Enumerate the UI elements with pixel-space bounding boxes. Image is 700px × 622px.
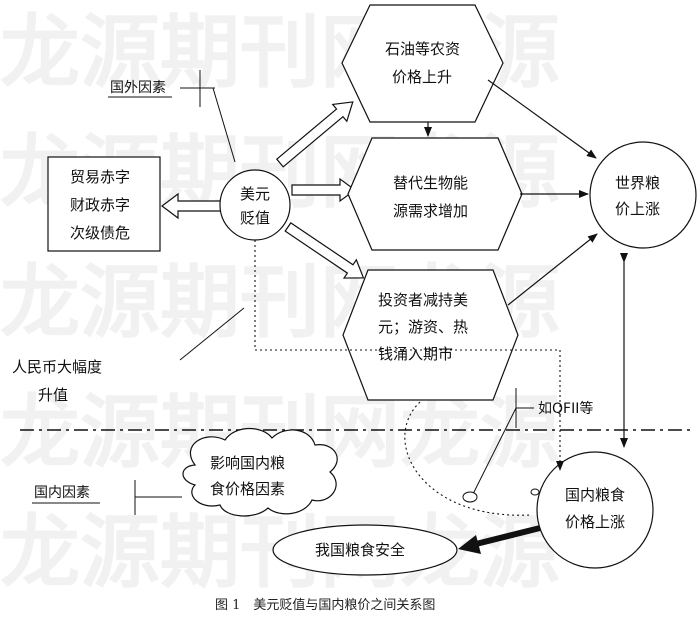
hollow-arrow-to-deficits (161, 192, 223, 220)
foreign-factors-label: 国外因素 (108, 70, 236, 163)
domestic-grain-text: 价格上涨 (565, 513, 625, 531)
foreign-factors-text: 国外因素 (110, 80, 166, 96)
deficits-text: 贸易赤字 (70, 168, 130, 186)
figure-caption: 图 1 美元贬值与国内粮价之间关系图 (215, 597, 435, 613)
domestic-factors-cloud: 影响国内粮 食价格因素 (182, 427, 540, 517)
domestic-factors-label: 国内因素 (32, 480, 182, 515)
oil-price-node: 石油等农资 价格上升 (341, 4, 504, 123)
dotted-path-usd-to-domestic (254, 240, 564, 471)
world-grain-price-node: 世界粮 价上涨 (589, 141, 697, 249)
usd-text: 美元 (240, 185, 270, 203)
oil-text: 价格上升 (392, 68, 452, 86)
world-grain-text: 世界粮 (615, 174, 660, 192)
world-grain-text: 价上涨 (615, 200, 660, 218)
cloud-text: 食价格因素 (210, 480, 285, 498)
cloud-text: 影响国内粮 (210, 454, 285, 472)
rmb-text: 人民币大幅度 (12, 358, 102, 376)
biofuel-text: 源需求增加 (393, 202, 468, 220)
biofuel-text: 替代生物能 (393, 174, 468, 192)
deficits-box: 贸易赤字 财政赤字 次级债危 (47, 156, 161, 252)
investors-text: 钱涌入期市 (378, 345, 453, 363)
oil-text: 石油等农资 (385, 40, 460, 58)
security-text: 我国粮食安全 (315, 541, 405, 559)
qfii-text: 如QFII等 (538, 400, 593, 417)
usd-text: 贬值 (240, 209, 270, 227)
usd-depreciation-node: 美元 贬值 (219, 169, 291, 241)
domestic-grain-price-node: 国内粮食 价格上涨 (536, 451, 654, 569)
qfii-label: 如QFII等 (469, 388, 593, 501)
hollow-arrow-to-oil (275, 101, 354, 168)
arrow-oil-to-world-grain (487, 79, 597, 159)
biofuel-demand-node: 替代生物能 源需求增加 (347, 137, 523, 251)
investors-text: 投资者减持美 (378, 291, 468, 309)
hollow-arrow-to-biofuel (291, 177, 357, 203)
deficits-text: 财政赤字 (70, 196, 130, 214)
arrow-investors-to-world-grain (507, 233, 598, 306)
thick-arrow-to-security (458, 525, 541, 554)
rmb-text: 升值 (38, 386, 68, 404)
rmb-appreciation-label: 人民币大幅度 升值 (12, 307, 245, 404)
hollow-arrow-to-investors (284, 222, 365, 279)
grain-security-node: 我国粮食安全 (272, 524, 458, 576)
investors-node: 投资者减持美 元；游资、热 钱涌入期市 (342, 269, 519, 401)
domestic-factors-text: 国内因素 (34, 485, 90, 501)
deficits-text: 次级债危 (70, 224, 130, 242)
investors-text: 元；游资、热 (378, 318, 468, 336)
domestic-grain-text: 国内粮食 (565, 486, 625, 504)
